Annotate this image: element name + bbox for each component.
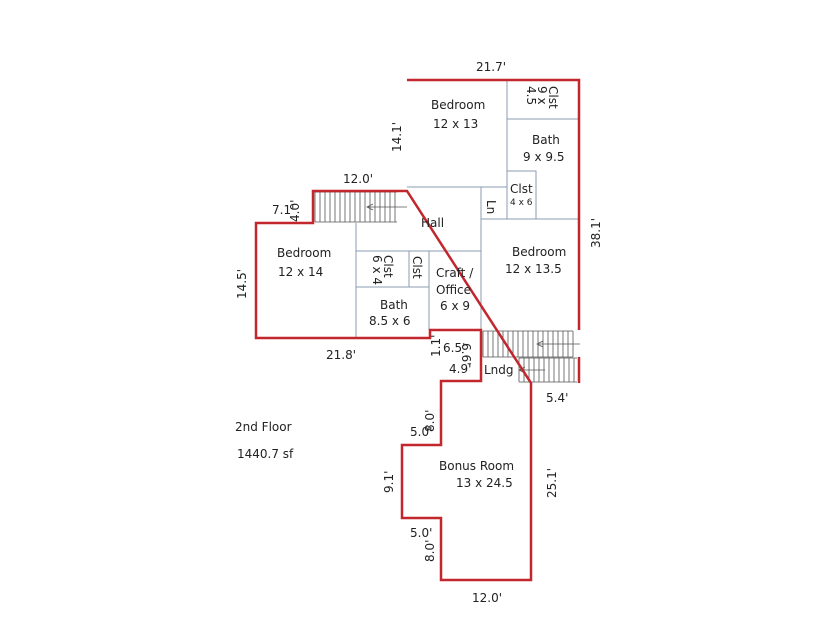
interior-walls: [355, 80, 579, 338]
dimension-label: 14.5': [235, 269, 249, 299]
dimension-label: 6.5': [443, 341, 465, 355]
floor-area: 1440.7 sf: [237, 447, 294, 461]
room-size: 9 x 9.5: [523, 150, 564, 164]
stairs-upper: [314, 191, 407, 223]
room-size: 4 x 6: [510, 198, 533, 208]
room-size: 12 x 13: [433, 117, 478, 131]
dimension-label: 14.1': [390, 122, 404, 152]
room-size: 4.5: [524, 86, 538, 105]
dimension-label: 5.0': [410, 425, 432, 439]
room-label: Clst: [546, 86, 560, 109]
room-label: Ln: [484, 200, 498, 214]
dimension-label: 38.1': [589, 218, 603, 248]
room-size: 12 x 14: [278, 265, 323, 279]
room-size: 6 x 9: [440, 299, 470, 313]
dimension-label: 5.4': [546, 391, 568, 405]
dimension-label: 25.1': [545, 468, 559, 498]
dimension-label: 9.1': [382, 471, 396, 493]
exterior-wall: [254, 78, 581, 582]
dimension-label: 4.9': [449, 362, 471, 376]
room-label: Clst: [510, 182, 533, 196]
dimension-label: 6.6': [459, 343, 473, 365]
room-size: 12 x 13.5: [505, 262, 562, 276]
room-label: Hall: [421, 216, 444, 230]
floor-name: 2nd Floor: [235, 420, 292, 434]
dimension-label: 4.0': [288, 200, 302, 222]
room-label: Bonus Room: [439, 459, 514, 473]
room-label: Lndg: [484, 363, 514, 377]
room-label: Clst: [381, 255, 395, 278]
stair-treads: [482, 330, 580, 358]
stair-treads: [314, 191, 407, 223]
room-label: Bedroom: [512, 245, 566, 259]
stairs-lower-a: [482, 330, 580, 358]
dimension-label: 8.0': [423, 540, 437, 562]
dimension-label: 1.1': [429, 335, 443, 357]
room-size: 6 x 4: [370, 255, 384, 285]
room-label: Bedroom: [431, 98, 485, 112]
room-label: Bath: [532, 133, 560, 147]
room-label: Craft /: [436, 266, 474, 280]
room-label: Clst: [410, 256, 424, 279]
room-size: 13 x 24.5: [456, 476, 513, 490]
room-label: Bedroom: [277, 246, 331, 260]
room-size: 9 x: [535, 86, 549, 105]
room-label: Office: [436, 283, 471, 297]
dimension-label: 21.8': [326, 348, 356, 362]
dimension-label: 12.0': [472, 591, 502, 605]
dimension-label: 7.1': [272, 203, 294, 217]
room-label: Bath: [380, 298, 408, 312]
dimension-label: 8.0': [423, 410, 437, 432]
dimension-label: 21.7': [476, 60, 506, 74]
dimension-label: 12.0': [343, 172, 373, 186]
dimension-label: 5.0': [410, 526, 432, 540]
room-size: 8.5 x 6: [369, 314, 410, 328]
